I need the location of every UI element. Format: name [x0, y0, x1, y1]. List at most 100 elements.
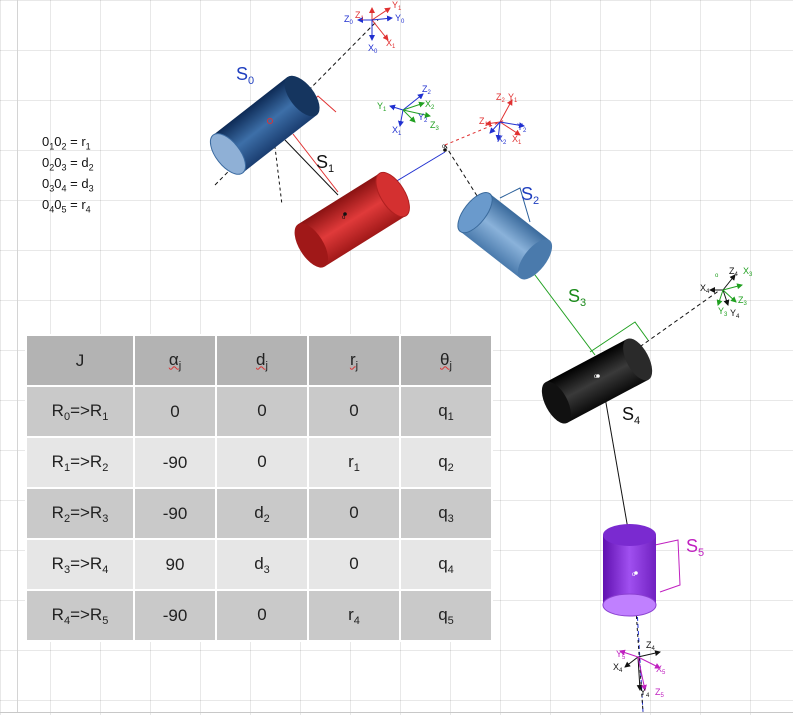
- col-header-j: J: [25, 334, 135, 387]
- svg-text:X1: X1: [392, 125, 402, 137]
- cell-theta: q2: [399, 436, 493, 489]
- svg-text:Y4: Y4: [640, 687, 650, 699]
- link-label-s2: S2: [521, 184, 539, 207]
- cell-alpha: -90: [133, 589, 217, 642]
- origin-label-4: o: [594, 374, 598, 380]
- frame-2: Z2 Y1 Z1 Y2 X2 X1: [479, 92, 527, 146]
- table-row: R3=>R4 90 d3 0 q4: [25, 538, 493, 591]
- col-header-theta: θj: [399, 334, 493, 387]
- table-header-row: J αj dj rj θj: [25, 334, 493, 387]
- cell-r: r1: [307, 436, 401, 489]
- frame-3: Z4 X3 X4 Z3 Y3 Y4: [700, 266, 753, 320]
- cell-d: d2: [215, 487, 309, 540]
- cell-theta: q1: [399, 385, 493, 438]
- equation-d3: 0304 = d3: [42, 176, 94, 194]
- svg-text:Y5: Y5: [616, 649, 626, 661]
- frame-1: Y1 Z2 X1 Y2 Z3 X2: [377, 84, 440, 137]
- svg-text:Z3: Z3: [738, 295, 748, 307]
- svg-text:X5: X5: [656, 664, 666, 676]
- cell-r: 0: [307, 487, 401, 540]
- cell-r: 0: [307, 385, 401, 438]
- link-label-s1: S1: [316, 152, 334, 175]
- svg-text:Y1: Y1: [377, 101, 387, 113]
- dh-parameter-table: J αj dj rj θj R0=>R1 0 0 0 q1 R1=>R2 -90…: [25, 334, 493, 642]
- svg-text:Y3: Y3: [718, 306, 728, 318]
- cell-alpha: 90: [133, 538, 217, 591]
- cell-theta: q5: [399, 589, 493, 642]
- cylinder-s4: [541, 338, 653, 424]
- cell-theta: q4: [399, 538, 493, 591]
- svg-text:Z1: Z1: [479, 116, 489, 128]
- cell-d: d3: [215, 538, 309, 591]
- svg-text:X1: X1: [512, 134, 522, 146]
- svg-text:Z0: Z0: [344, 14, 354, 26]
- svg-text:Z1: Z1: [355, 10, 365, 22]
- link-label-s3: S3: [568, 286, 586, 309]
- link-s5-bracket: [654, 539, 681, 593]
- cylinder-s5: [602, 524, 657, 617]
- joint-axis-2-red: [444, 119, 506, 146]
- link-label-s0: S0: [236, 64, 254, 87]
- cell-d: 0: [215, 385, 309, 438]
- link-label-s4: S4: [622, 404, 640, 427]
- svg-text:Z2: Z2: [496, 92, 506, 104]
- cell-alpha: 0: [133, 385, 217, 438]
- cell-joint: R4=>R5: [25, 589, 135, 642]
- col-header-r: rj: [307, 334, 401, 387]
- equation-d2: 0203 = d2: [42, 155, 94, 173]
- cylinder-s1: [294, 171, 410, 268]
- cell-d: 0: [215, 589, 309, 642]
- svg-text:Z3: Z3: [430, 120, 440, 132]
- table-row: R4=>R5 -90 0 r4 q5: [25, 589, 493, 642]
- equation-r1: 0102 = r1: [42, 134, 91, 152]
- cell-alpha: -90: [133, 487, 217, 540]
- cell-joint: R3=>R4: [25, 538, 135, 591]
- link-s2-bracket: [499, 187, 531, 223]
- col-header-alpha: αj: [133, 334, 217, 387]
- cell-theta: q3: [399, 487, 493, 540]
- link-s1-red: [292, 133, 339, 193]
- svg-text:Y0: Y0: [395, 13, 405, 25]
- origin-marker-0: [267, 118, 273, 124]
- cell-alpha: -90: [133, 436, 217, 489]
- link-s1-connector: [284, 139, 339, 196]
- origin-marker-2: [443, 148, 447, 152]
- cylinder-s2: [457, 192, 553, 280]
- svg-text:Z2: Z2: [422, 84, 432, 96]
- page-margin-line: [17, 0, 18, 712]
- link-s3-bracket: [589, 321, 649, 353]
- cell-r: r4: [307, 589, 401, 642]
- cell-d: 0: [215, 436, 309, 489]
- equation-r4: 0405 = r4: [42, 197, 91, 215]
- svg-text:X4: X4: [613, 662, 623, 674]
- svg-text:X1: X1: [386, 38, 396, 50]
- svg-text:X4: X4: [700, 283, 710, 295]
- origin-label-2: o: [442, 144, 446, 150]
- svg-text:Z5: Z5: [655, 687, 665, 699]
- svg-text:X2: X2: [425, 99, 435, 111]
- page-bottom-line: [0, 712, 793, 713]
- cell-joint: R2=>R3: [25, 487, 135, 540]
- svg-text:Y4: Y4: [730, 308, 740, 320]
- origin-label-1: o: [342, 215, 346, 221]
- cell-joint: R1=>R2: [25, 436, 135, 489]
- cell-r: 0: [307, 538, 401, 591]
- cylinder-s0: [209, 75, 320, 175]
- col-header-d: dj: [215, 334, 309, 387]
- frame-4: Z4 Y5 X4 X5 Y4 Z5: [613, 640, 666, 699]
- svg-text:X0: X0: [368, 43, 378, 55]
- origin-marker-4: [596, 374, 600, 378]
- svg-text:Y1: Y1: [508, 92, 518, 104]
- table-row: R2=>R3 -90 d2 0 q3: [25, 487, 493, 540]
- svg-text:Y2: Y2: [517, 122, 527, 134]
- cell-joint: R0=>R1: [25, 385, 135, 438]
- svg-text:Z4: Z4: [646, 640, 656, 652]
- table-row: R0=>R1 0 0 0 q1: [25, 385, 493, 438]
- svg-text:X2: X2: [497, 134, 507, 146]
- joint-axis-5-black: [635, 609, 644, 713]
- svg-text:Y2: Y2: [418, 112, 428, 124]
- origin-label-f4: o: [715, 273, 719, 279]
- svg-text:X3: X3: [743, 266, 753, 278]
- origin-marker-5: [634, 571, 638, 575]
